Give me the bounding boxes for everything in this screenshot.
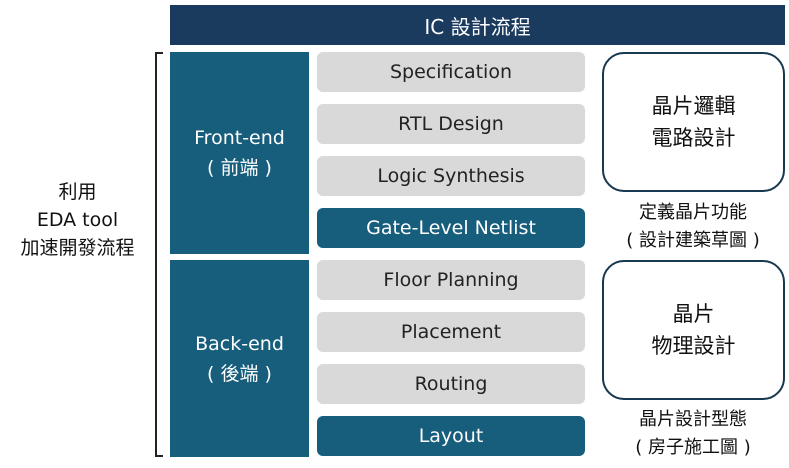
back-end-label: Back-end <box>195 332 284 355</box>
back-end-caption: 晶片設計型態 ( 房子施工圖 ) <box>598 406 788 462</box>
front-end-caption: 定義晶片功能 ( 設計建築草圖 ) <box>598 199 788 255</box>
diagram-title: IC 設計流程 <box>170 5 785 45</box>
step-layout: Layout <box>317 416 585 456</box>
caption-line: ( 設計建築草圖 ) <box>626 230 760 251</box>
caption-line: ( 房子施工圖 ) <box>635 437 751 458</box>
bracket <box>155 52 163 457</box>
step-specification: Specification <box>317 52 585 92</box>
step-rtl-design: RTL Design <box>317 104 585 144</box>
front-end-block: Front-end ( 前端 ) <box>170 52 309 254</box>
back-end-sub: ( 後端 ) <box>207 362 272 385</box>
box-line: 晶片邏輯 <box>651 94 736 118</box>
front-end-box: 晶片邏輯 電路設計 <box>602 52 785 192</box>
step-floor-planning: Floor Planning <box>317 260 585 300</box>
box-line: 晶片 <box>672 302 715 326</box>
front-end-label: Front-end <box>194 127 285 149</box>
side-label-line: 加速開發流程 <box>20 237 135 259</box>
step-placement: Placement <box>317 312 585 352</box>
caption-line: 晶片設計型態 <box>639 409 747 430</box>
step-gate-level-netlist: Gate-Level Netlist <box>317 208 585 248</box>
step-routing: Routing <box>317 364 585 404</box>
back-end-box: 晶片 物理設計 <box>602 260 785 400</box>
side-label-line: 利用 <box>58 181 97 203</box>
side-label: 利用 EDA tool 加速開發流程 <box>0 178 155 262</box>
box-line: 物理設計 <box>651 334 736 358</box>
front-end-sub: ( 前端 ) <box>207 157 272 179</box>
box-line: 電路設計 <box>651 126 736 150</box>
back-end-block: Back-end ( 後端 ) <box>170 260 309 457</box>
side-label-line: EDA tool <box>36 209 119 231</box>
step-logic-synthesis: Logic Synthesis <box>317 156 585 196</box>
caption-line: 定義晶片功能 <box>639 202 747 223</box>
